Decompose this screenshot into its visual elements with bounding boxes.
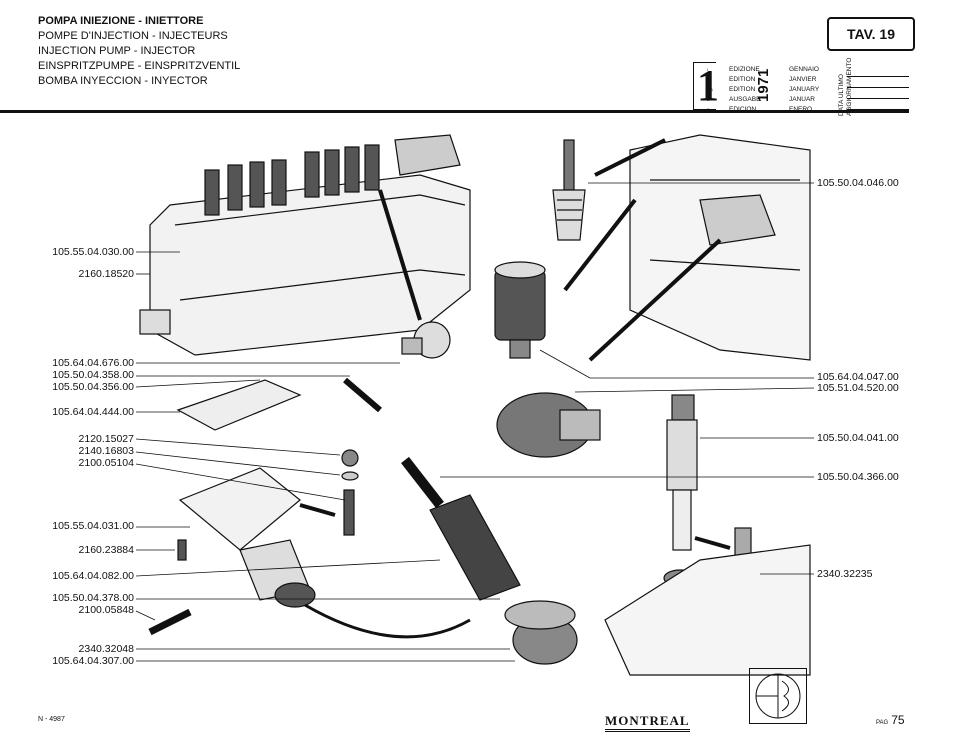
arrow-fitting [694, 536, 731, 550]
part-number: 105.64.04.307.00 [52, 655, 134, 667]
stud-drawing [343, 489, 355, 536]
title-block: POMPA INIEZIONE - INIETTORE POMPE D'INJE… [38, 14, 240, 89]
drawing-number: N - 4987 [38, 716, 65, 723]
engine-block-drawing [629, 134, 811, 361]
part-number: 2100.05848 [78, 604, 134, 616]
injection-pump-drawing [139, 134, 471, 359]
part-number: 105.50.04.356.00 [52, 381, 134, 393]
title-en: INJECTION PUMP - INJECTOR [38, 45, 196, 57]
part-number: 105.51.04.520.00 [817, 382, 899, 394]
part-number: 105.50.04.378.00 [52, 592, 134, 604]
edition-months: GENNAIOJANVIERJANUARYJANUARENERO [789, 66, 820, 113]
part-number: 2100.05104 [78, 457, 134, 469]
arrow-curved [304, 603, 471, 639]
part-number: 105.64.04.676.00 [52, 357, 134, 369]
part-number: 105.64.04.082.00 [52, 570, 134, 582]
stud-small-drawing [148, 608, 192, 636]
part-number: 105.55.04.031.00 [52, 520, 134, 532]
nut-drawing [341, 449, 359, 467]
edition-words: EDIZIONEEDITIONEDITIONAUSGABEEDICION [729, 66, 761, 113]
update-lines [847, 66, 909, 110]
part-number: 105.50.04.366.00 [817, 471, 899, 483]
table-number-badge: TAV. 19 [827, 17, 915, 51]
leader-lines [135, 182, 815, 662]
alfa-romeo-logo-icon [749, 668, 807, 724]
part-number: 105.50.04.046.00 [817, 177, 899, 189]
arrow-pump-plug [378, 189, 422, 321]
filter-drawing [494, 261, 601, 458]
arrow-stud [299, 503, 336, 517]
part-number: 2340.32235 [817, 568, 873, 580]
part-number: 2160.23884 [78, 544, 134, 556]
title-de: EINSPRITZPUMPE - EINSPRITZVENTIL [38, 60, 241, 72]
part-number: 105.50.04.041.00 [817, 432, 899, 444]
gasket-drawing [176, 379, 302, 431]
title-fr: POMPE D'INJECTION - INJECTEURS [38, 30, 228, 42]
edition-number: 1 [697, 61, 719, 110]
cylinder-head-drawing [604, 544, 811, 676]
part-number: 2340.32048 [78, 643, 134, 655]
pin-drawing [177, 539, 187, 561]
part-number: 2120.15027 [78, 433, 134, 445]
header-rule [0, 110, 909, 113]
part-number: 105.64.04.047.00 [817, 371, 899, 383]
long-filter-drawing [343, 377, 578, 665]
arrow-injector-top [594, 138, 666, 177]
part-number: 105.55.04.030.00 [52, 246, 134, 258]
arrow-filter-bottom [588, 238, 722, 362]
part-number: 105.50.04.358.00 [52, 369, 134, 381]
injector-nozzle-drawing [552, 139, 586, 241]
washer-drawing [341, 471, 359, 481]
part-number: 2160.18520 [78, 268, 134, 280]
arrow-filter-top [563, 198, 637, 292]
model-name: MONTREAL [605, 713, 690, 732]
part-number: 2140.16803 [78, 445, 134, 457]
title-es: BOMBA INYECCION - INYECTOR [38, 75, 208, 87]
title-it: POMPA INIEZIONE - INIETTORE [38, 15, 204, 27]
edition-bracket [693, 62, 716, 110]
bracket-drawing [178, 467, 316, 608]
part-number: 105.64.04.444.00 [52, 406, 134, 418]
